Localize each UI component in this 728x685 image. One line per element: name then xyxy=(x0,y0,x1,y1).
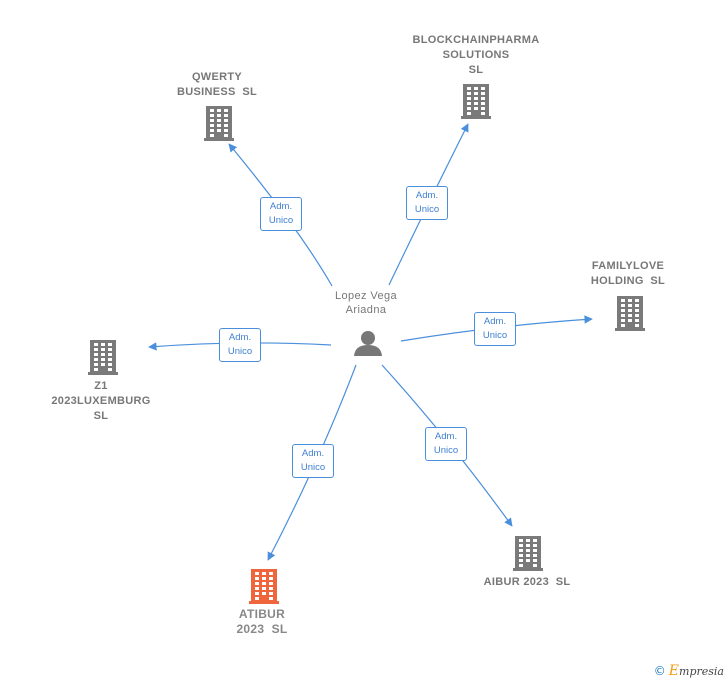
building-icon-aibur[interactable] xyxy=(513,536,543,571)
role-tag-line2: Unico xyxy=(433,445,459,456)
role-tag-line2: Unico xyxy=(300,462,326,473)
building-icon-familylove[interactable] xyxy=(615,296,645,331)
role-tag-line2: Unico xyxy=(482,330,508,341)
company-label-atibur[interactable]: ATIBUR 2023 SL xyxy=(236,607,288,636)
copyright-symbol: © xyxy=(653,664,666,678)
role-tag-line2: Unico xyxy=(268,215,294,226)
person-icon[interactable] xyxy=(354,331,382,356)
building-icon-blockchainpharma[interactable] xyxy=(461,84,491,119)
brand-logo-initial: E xyxy=(668,663,680,679)
company-label-qwerty[interactable]: QWERTY BUSINESS SL xyxy=(176,71,257,98)
role-tag-line2: Unico xyxy=(414,204,440,215)
company-label-familylove[interactable]: FAMILYLOVE HOLDING SL xyxy=(590,260,666,287)
role-tag-familylove[interactable]: Adm. Unico xyxy=(474,312,516,346)
role-tag-line1: Adm. xyxy=(483,316,507,327)
role-tag-qwerty[interactable]: Adm. Unico xyxy=(260,197,302,231)
role-tag-line1: Adm. xyxy=(228,332,252,343)
role-tag-line1: Adm. xyxy=(269,201,293,212)
role-tag-z1[interactable]: Adm. Unico xyxy=(219,328,261,362)
company-label-blockchainpharma[interactable]: BLOCKCHAINPHARMA SOLUTIONS SL xyxy=(412,34,540,76)
role-tag-blockchainpharma[interactable]: Adm. Unico xyxy=(406,186,448,220)
building-icon-qwerty[interactable] xyxy=(204,106,234,141)
role-tag-line1: Adm. xyxy=(301,448,325,459)
person-name[interactable]: Lopez Vega Ariadna xyxy=(334,290,398,316)
role-tag-atibur[interactable]: Adm. Unico xyxy=(292,444,334,478)
role-tag-line2: Unico xyxy=(227,346,253,357)
role-tag-line1: Adm. xyxy=(415,190,439,201)
role-tag-aibur[interactable]: Adm. Unico xyxy=(425,427,467,461)
brand-logo-text: mpresia xyxy=(679,665,724,678)
building-icon-z1[interactable] xyxy=(88,340,118,375)
company-label-z1[interactable]: Z1 2023LUXEMBURG SL xyxy=(51,380,151,422)
building-icon-atibur[interactable] xyxy=(249,569,279,604)
brand-footer[interactable]: ©Empresia xyxy=(654,663,724,679)
role-tag-line1: Adm. xyxy=(434,431,458,442)
company-label-aibur[interactable]: AIBUR 2023 SL xyxy=(483,576,571,588)
